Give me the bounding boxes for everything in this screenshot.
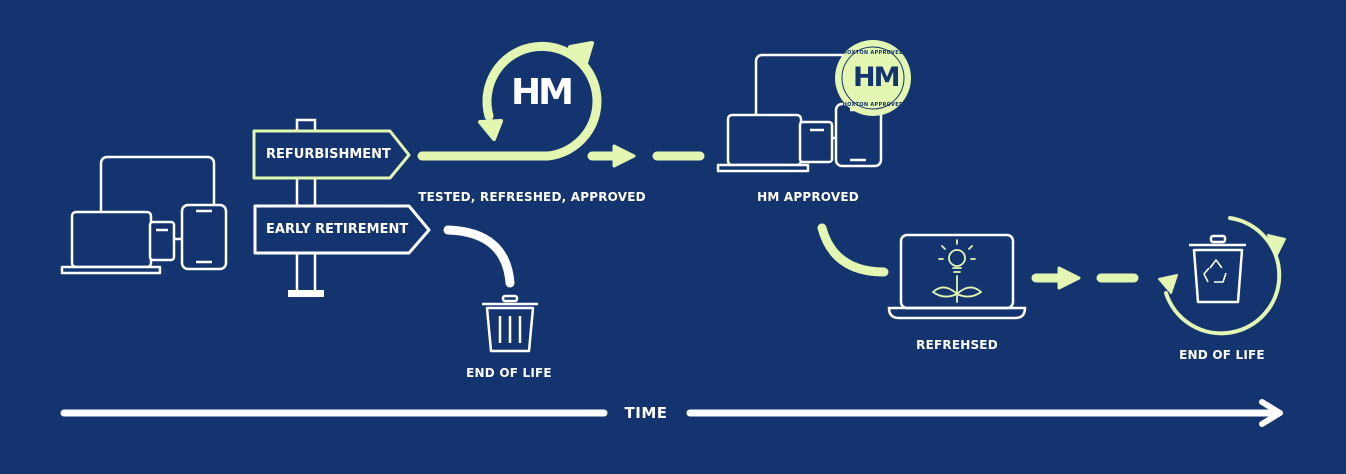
badge-hm-logo: HM — [853, 62, 900, 93]
refurbishment-sign — [252, 129, 411, 180]
time-label: TIME — [624, 404, 668, 422]
time-axis-arrow — [60, 399, 1283, 427]
hm-loop-logo: HM — [511, 72, 574, 113]
end-of-life-label-1: END OF LIFE — [466, 366, 552, 380]
refreshed-laptop-icon — [887, 233, 1027, 320]
devices-group-icon — [60, 155, 228, 275]
refreshed-label: REFREHSED — [916, 338, 998, 352]
approved-devices-icon — [716, 53, 883, 173]
hoxton-approved-badge — [835, 40, 911, 116]
badge-bottom-text: HOXTON APPROVED — [842, 102, 904, 108]
connector-arrow-2-icon — [1031, 266, 1139, 290]
refurbish-loop-icon — [417, 41, 602, 161]
badge-top-text: HOXTON APPROVED — [842, 50, 904, 56]
refurbishment-label: REFURBISHMENT — [266, 147, 391, 162]
badge-ring — [841, 46, 905, 110]
early-retirement-sign — [253, 204, 431, 255]
recycle-loop-icon — [1158, 216, 1286, 336]
end-of-life-label-2: END OF LIFE — [1179, 348, 1265, 362]
hm-approved-label: HM APPROVED — [757, 190, 859, 204]
recycle-bin-icon — [1189, 234, 1246, 304]
trash-bin-icon — [482, 294, 538, 353]
connector-curve-icon — [817, 223, 889, 277]
lightbulb-sprout-icon — [931, 239, 983, 303]
early-retirement-label: EARLY RETIREMENT — [266, 222, 409, 237]
connector-arrow-1-icon — [587, 144, 705, 168]
retirement-curve-icon — [443, 225, 515, 288]
tested-label: TESTED, REFRESHED, APPROVED — [418, 190, 646, 204]
signpost-icon — [252, 118, 431, 297]
